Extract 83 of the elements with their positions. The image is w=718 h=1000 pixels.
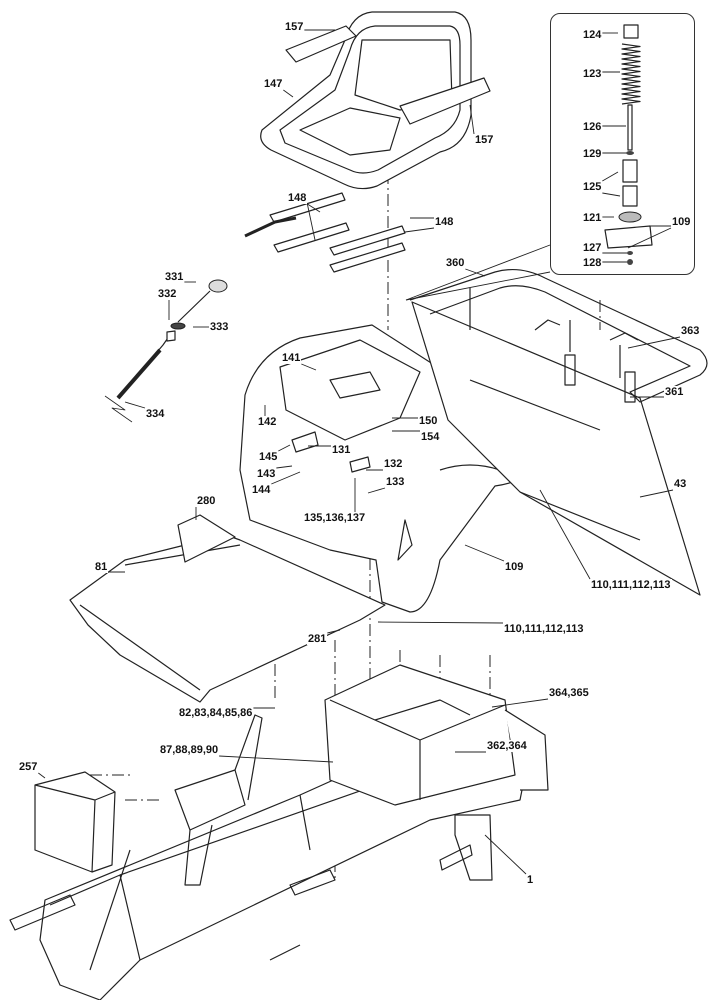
callout-number: 133 [385, 476, 406, 488]
leader-line [124, 402, 146, 408]
leader-line [602, 172, 618, 182]
callout-number: 123 [582, 68, 602, 80]
leader-line [628, 336, 680, 348]
callout-number: 128 [582, 257, 602, 269]
leader-line [484, 834, 526, 874]
callout-number: 154 [420, 431, 440, 443]
callout-number: 257 [18, 761, 38, 773]
callout-number: 126 [582, 121, 602, 133]
callout-number: 157 [474, 134, 494, 146]
callout-number: 125 [582, 181, 602, 193]
leader-line [406, 272, 550, 300]
leader-line [602, 252, 628, 254]
callout-number: 135,136,137 [303, 512, 366, 524]
leader-line [628, 228, 672, 248]
callout-number: 109 [671, 216, 692, 228]
callout-number: 121 [582, 212, 602, 224]
leader-line [306, 204, 320, 212]
leader-line [276, 466, 292, 468]
callout-number: 333 [209, 321, 230, 333]
leader-line [464, 544, 504, 562]
callout-number: 143 [256, 468, 276, 480]
callout-number: 110,111,112,113 [503, 623, 585, 635]
callout-number: 81 [94, 561, 108, 573]
callout-number: 157 [284, 21, 304, 33]
callout-number: 361 [664, 386, 684, 398]
leader-line [602, 152, 626, 154]
leader-line [218, 756, 334, 762]
callout-number: 363 [680, 325, 700, 337]
leader-line [630, 396, 664, 398]
leader-line [602, 32, 618, 34]
callout-number: 331 [164, 271, 184, 283]
callout-number: 144 [251, 484, 272, 496]
leader-line [326, 630, 340, 634]
callout-number: 127 [582, 242, 602, 254]
leader-line [406, 244, 550, 300]
leader-line [392, 430, 420, 432]
callout-number: 332 [157, 288, 178, 300]
callout-number: 110,111,112,113 [590, 579, 672, 591]
callout-number: 142 [257, 416, 278, 428]
leader-line [602, 216, 614, 218]
leader-line [354, 478, 356, 512]
leader-line [540, 490, 590, 580]
callout-number: 109 [504, 561, 524, 573]
callout-number: 124 [582, 29, 602, 41]
callout-number: 150 [418, 415, 438, 427]
callout-number: 148 [434, 216, 454, 228]
leader-line [640, 490, 674, 498]
leader-line [464, 268, 486, 276]
leader-line [306, 204, 316, 240]
leader-line [282, 90, 294, 98]
leader-line [602, 192, 620, 196]
leader-line [264, 404, 266, 416]
callout-number: 1 [526, 874, 534, 886]
callout-number: 145 [258, 451, 278, 463]
leader-line [278, 444, 290, 452]
callout-number: 87,88,89,90 [159, 744, 220, 756]
leader-line [38, 772, 46, 778]
callout-number: 43 [673, 478, 688, 490]
callout-number: 82,83,84,85,86 [178, 707, 254, 719]
callout-number: 281 [307, 633, 328, 645]
leader-line [192, 326, 210, 328]
callout-number: 362,364 [486, 740, 528, 752]
leader-line [404, 228, 434, 232]
callout-number: 141 [281, 352, 302, 364]
leader-line [270, 472, 300, 484]
callout-number: 280 [196, 495, 216, 507]
callout-number: 148 [287, 192, 308, 204]
leader-line [492, 698, 548, 708]
callout-number: 334 [145, 408, 166, 420]
leader-line [368, 488, 386, 494]
callout-number: 147 [263, 78, 284, 90]
leader-line [470, 104, 474, 134]
callout-number: 132 [383, 458, 404, 470]
inset-frame [550, 13, 695, 275]
leader-line [168, 300, 170, 320]
leader-line [300, 364, 316, 370]
callout-number: 360 [445, 257, 466, 269]
leader-line [378, 622, 504, 624]
callout-number: 129 [582, 148, 602, 160]
callout-number: 364,365 [548, 687, 590, 699]
callout-number: 131 [331, 444, 352, 456]
